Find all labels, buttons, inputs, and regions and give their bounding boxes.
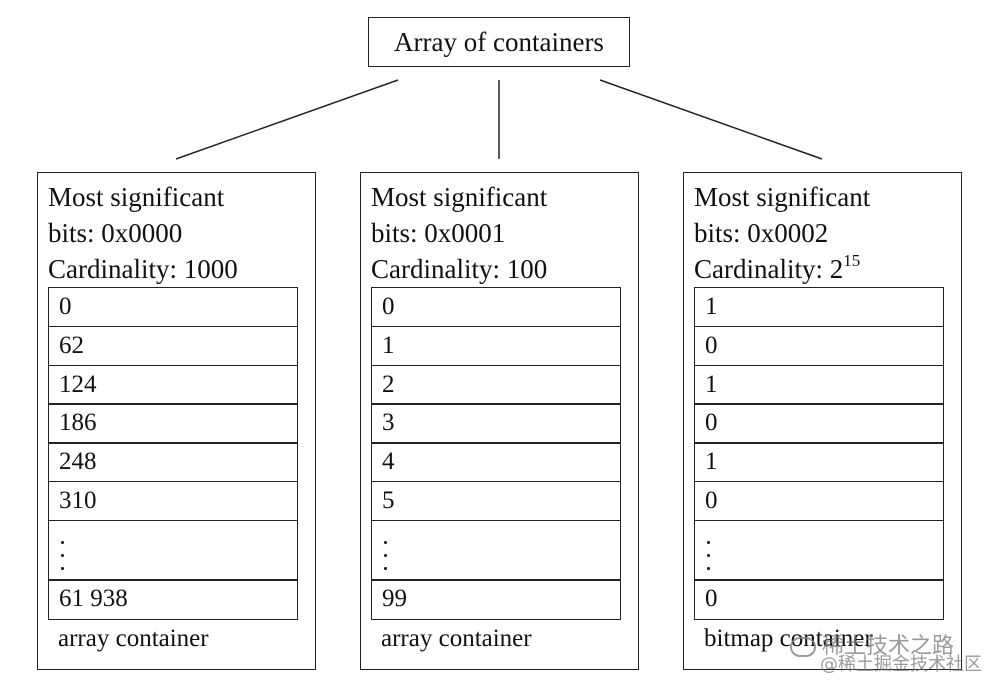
container-header: Most significant bits: 0x0000 Cardinalit… xyxy=(48,179,238,287)
cell-list: 0 62 124 186 248 310 61 938 xyxy=(48,287,298,620)
root-array-box: Array of containers xyxy=(368,17,630,67)
header-line-cardinality: Cardinality: 100 xyxy=(371,254,548,284)
header-line-bits: bits: 0x0001 xyxy=(371,218,506,248)
container-caption: bitmap container xyxy=(704,625,873,652)
header-line-msb: Most significant xyxy=(694,182,871,212)
container-1: Most significant bits: 0x0001 Cardinalit… xyxy=(360,172,639,670)
cell-last: 0 xyxy=(694,579,944,620)
header-line-bits: bits: 0x0002 xyxy=(694,218,829,248)
cell: 186 xyxy=(48,403,298,444)
watermark: 稀土技术之路 @稀土掘金技术社区 xyxy=(790,628,982,675)
cell: 248 xyxy=(48,442,298,483)
cell: 1 xyxy=(371,325,621,367)
header-line-cardinality: Cardinality: 1000 xyxy=(48,254,238,284)
cell: 0 xyxy=(371,287,621,328)
ellipsis-cell xyxy=(48,519,298,581)
cell: 0 xyxy=(48,287,298,328)
cardinality-base: Cardinality: 2 xyxy=(694,254,844,284)
vertical-ellipsis-icon xyxy=(61,540,65,575)
cell-list: 0 1 2 3 4 5 99 xyxy=(371,287,621,620)
cell: 62 xyxy=(48,325,298,367)
container-header: Most significant bits: 0x0001 Cardinalit… xyxy=(371,179,547,287)
cell: 2 xyxy=(371,364,621,405)
cell: 0 xyxy=(694,403,944,444)
cardinality-exponent: 15 xyxy=(843,251,861,270)
header-line-msb: Most significant xyxy=(48,182,225,212)
connector-left xyxy=(175,79,399,160)
cell: 310 xyxy=(48,480,298,522)
vertical-ellipsis-icon xyxy=(707,540,711,575)
cell: 0 xyxy=(694,325,944,367)
cell: 1 xyxy=(694,287,944,328)
cell-last: 99 xyxy=(371,579,621,620)
cell: 3 xyxy=(371,403,621,444)
watermark-line1: 稀土技术之路 xyxy=(822,634,955,659)
header-line-cardinality: Cardinality: 215 xyxy=(694,251,870,287)
vertical-ellipsis-icon xyxy=(384,540,388,575)
cell-last: 61 938 xyxy=(48,579,298,620)
container-2: Most significant bits: 0x0002 Cardinalit… xyxy=(683,172,962,670)
chat-bubble-icon xyxy=(790,637,816,657)
connector-right xyxy=(599,79,823,160)
cell: 4 xyxy=(371,442,621,483)
root-label: Array of containers xyxy=(394,26,604,57)
container-header: Most significant bits: 0x0002 Cardinalit… xyxy=(694,179,870,287)
container-caption: array container xyxy=(58,625,209,652)
cell: 1 xyxy=(694,364,944,405)
header-line-msb: Most significant xyxy=(371,182,548,212)
cell: 1 xyxy=(694,442,944,483)
header-line-bits: bits: 0x0000 xyxy=(48,218,183,248)
ellipsis-cell xyxy=(371,519,621,581)
cell: 0 xyxy=(694,480,944,522)
ellipsis-cell xyxy=(694,519,944,581)
container-0: Most significant bits: 0x0000 Cardinalit… xyxy=(37,172,316,670)
watermark-line2: @稀土掘金技术社区 xyxy=(820,654,982,675)
container-caption: array container xyxy=(381,625,532,652)
cell-list: 1 0 1 0 1 0 0 xyxy=(694,287,944,620)
cell: 124 xyxy=(48,364,298,405)
cell: 5 xyxy=(371,480,621,522)
